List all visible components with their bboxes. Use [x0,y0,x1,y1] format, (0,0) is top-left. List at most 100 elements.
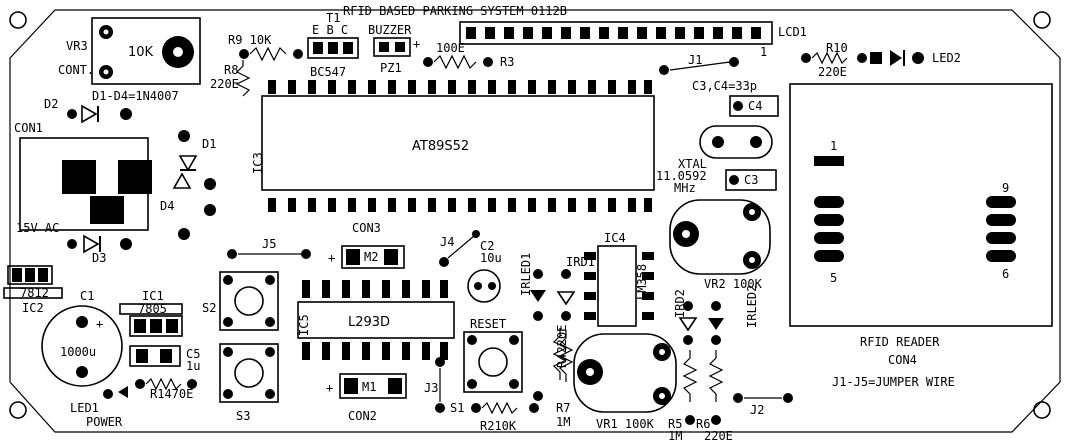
7805-label: 7805 [138,302,167,316]
c1-value: 1000u [60,345,96,359]
buzzer-label: BUZZER [368,23,412,37]
ic5-pins [302,280,448,360]
r1-label: R1470E [150,387,193,401]
board-title: RFID BASED PARKING SYSTEM 0112B [343,4,567,18]
vr3-potentiometer: 10K [91,17,201,85]
t1-pins: E B C [312,23,348,37]
r5-label: R5 [668,417,682,431]
vr3-label: VR3 [66,39,88,53]
at89s52-label: AT89S52 [412,139,469,154]
c5-value: 1u [186,359,200,373]
d3-label: D3 [92,251,106,265]
m2-plus: + [328,251,335,265]
ic3-label: IC3 [251,152,265,174]
m2-connector [341,245,405,269]
ic4-pins [584,252,654,320]
j4-label: J4 [440,235,454,249]
r8-value: 220E [210,77,239,91]
s2-label: S2 [202,301,216,315]
ic3-at89s52 [261,95,655,191]
led1-symbol [118,386,128,398]
r3-resistor [433,54,477,70]
r5-resistor [682,350,698,402]
ic2-label: IC2 [22,301,44,315]
led2-symbol [890,50,902,66]
buzzer [373,37,411,57]
mhz-label: MHz [674,181,696,195]
rfid-reader-label: RFID READER [860,335,940,349]
irled1-label: IRLED1 [519,253,533,296]
ic3-pins-bottom [268,198,652,212]
15v-ac-label: 15V AC [16,221,59,235]
mounting-holes [9,11,1051,419]
d4-label: D4 [160,199,174,213]
s1-label: S1 [450,401,464,415]
led2-label: LED2 [932,51,961,65]
r7-value: 1M [556,415,570,429]
t1-label: T1 [326,11,340,25]
r6-value: 220E [704,429,733,442]
c3-c4-note: C3,C4=33p [692,79,757,93]
r10-value: 220E [818,65,847,79]
led1-label: LED1 [70,401,99,415]
vr1-potentiometer [573,333,677,413]
con4-label: CON4 [888,353,917,367]
r8-label: R8 [224,63,238,77]
r6-label: R6 [696,417,710,431]
r9-label: R9 10K [228,33,272,47]
lm358-label: LM358 [635,264,649,300]
r6-resistor [708,350,724,402]
s2-switch [219,271,279,331]
ic1-7805 [129,315,183,337]
vr2-label: VR2 100K [704,277,763,291]
m1-plus: + [326,381,333,395]
con1-label: CON1 [14,121,43,135]
c4-label: C4 [748,99,762,113]
s3-switch [219,343,279,403]
ird2-label: IRD2 [673,289,687,318]
r3-value: 100E [436,41,465,55]
ic4-label: IC4 [604,231,626,245]
m1-connector [339,373,407,399]
c5-label: C5 [186,347,200,361]
r3-label: R3 [500,55,514,69]
xtal-value: 11.0592 [656,169,707,183]
m2-label: M2 [364,250,378,264]
vr1-label: VR1 100K [596,417,655,431]
ic1-label: IC1 [142,289,164,303]
rfid-pin6-label: 6 [1002,267,1009,281]
lcd-header [459,21,773,45]
vr2-potentiometer [669,199,771,275]
d1-d4-note: D1-D4=1N4007 [92,89,179,103]
lcd1-label: LCD1 [778,25,807,39]
lcd-pin1-label: 1 [760,45,767,59]
r7-label: R7 [556,401,570,415]
power-label: POWER [86,415,123,429]
xtal-crystal [699,125,773,159]
r1-resistor [145,377,182,391]
d1-label: D1 [202,137,216,151]
reset-switch [463,331,523,393]
s3-label: S3 [236,409,250,423]
bc547-label: BC547 [310,65,346,79]
pz1-label: PZ1 [380,61,402,75]
m1-label: M1 [362,380,376,394]
c3-label: C3 [744,173,758,187]
con2-label: CON2 [348,409,377,423]
reset-label: RESET [470,317,506,331]
r4-resistor [552,328,568,380]
jumper-note: J1-J5=JUMPER WIRE [832,375,955,389]
rfid-reader-outline [789,83,1053,327]
c1-capacitor [41,305,123,387]
r10-label: R10 [826,41,848,55]
con3-label: CON3 [352,221,381,235]
vr3-value: 10K [128,45,154,60]
c1-plus: + [96,317,103,331]
c2-value: 10u [480,251,502,265]
irled2-label: IRLED2 [745,285,759,328]
board-outline [9,9,1061,433]
r2-label: R210K [480,419,517,433]
c1-label: C1 [80,289,94,303]
r2-resistor [481,401,518,415]
